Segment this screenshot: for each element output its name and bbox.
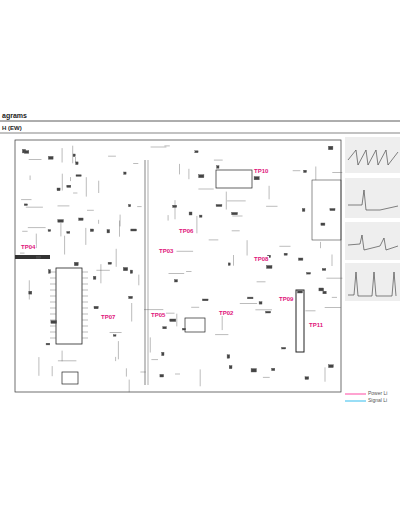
section-title: H (EW) bbox=[2, 125, 22, 131]
test-point-label: TP11 bbox=[308, 322, 324, 328]
test-point-label: TP06 bbox=[178, 228, 194, 234]
test-point-label: TP10 bbox=[253, 168, 269, 174]
test-point-label: TP07 bbox=[100, 314, 116, 320]
page-title: agrams bbox=[2, 112, 27, 119]
test-point-label: TP08 bbox=[253, 256, 269, 262]
test-point-label: TP09 bbox=[278, 296, 294, 302]
legend-text: Power Li bbox=[368, 391, 387, 396]
legend-text: Signal Li bbox=[368, 398, 387, 403]
test-point-label: TP03 bbox=[158, 248, 174, 254]
test-point-label: TP02 bbox=[218, 310, 234, 316]
test-point-label: TP04 bbox=[20, 244, 36, 250]
test-point-label: TP05 bbox=[150, 312, 166, 318]
